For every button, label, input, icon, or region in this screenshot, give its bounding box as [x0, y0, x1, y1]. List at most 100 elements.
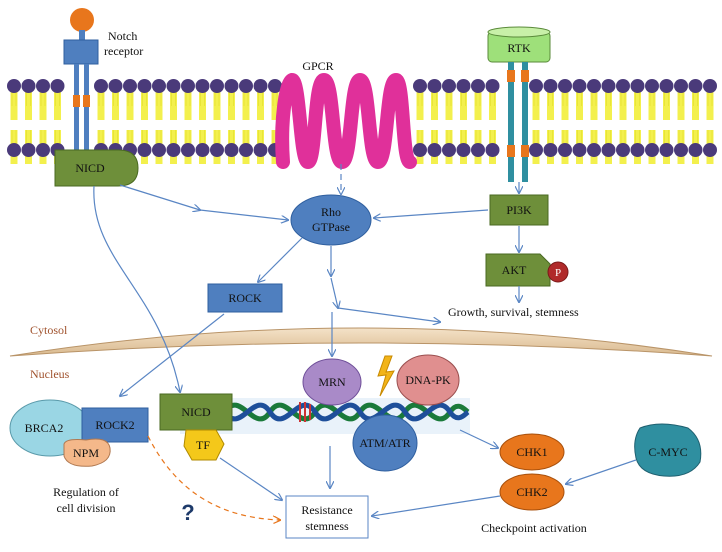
- lipid-head: [137, 79, 152, 93]
- lipid-head: [137, 143, 152, 157]
- question-mark: ?: [181, 500, 194, 525]
- lipid-head: [558, 143, 572, 157]
- chk2-node: [499, 473, 565, 511]
- chk2-label: CHK2: [516, 485, 547, 499]
- lipid-head: [181, 143, 195, 157]
- lipid-tail-fill: [126, 86, 134, 120]
- lipid-head: [659, 79, 674, 93]
- nicd-nucleus-label: NICD: [181, 405, 211, 419]
- cytosol-label: Cytosol: [30, 323, 68, 337]
- lipid-tail-fill: [663, 86, 670, 120]
- lipid-tail-fill: [242, 86, 250, 120]
- lipid-tail-fill: [416, 86, 424, 120]
- notch-receptor: [63, 8, 99, 154]
- growth-label: Growth, survival, stemness: [448, 305, 579, 319]
- lipid-tail-fill: [706, 86, 714, 120]
- lipid-head: [108, 79, 123, 93]
- dna-damage-lightning-icon: [377, 355, 395, 397]
- nuclear-envelope: [9, 327, 713, 357]
- lipid-tail-fill: [648, 86, 656, 120]
- chk1-label: CHK1: [516, 445, 547, 459]
- lipid-head: [456, 143, 471, 157]
- lipid-tail-fill: [257, 86, 264, 120]
- cmyc-node: [634, 423, 702, 477]
- gpcr-label: GPCR: [302, 59, 333, 73]
- lipid-head: [688, 143, 703, 157]
- lipid-head: [224, 79, 239, 93]
- lipid-head: [239, 79, 253, 93]
- pi3k-label: PI3K: [506, 203, 532, 217]
- lipid-tail-fill: [619, 86, 627, 120]
- rock2-label: ROCK2: [95, 418, 134, 432]
- nucleus-label: Nucleus: [30, 367, 70, 381]
- npm-label: NPM: [73, 446, 99, 460]
- lipid-head: [427, 79, 442, 93]
- lipid-tail-fill: [605, 86, 612, 120]
- checkpoint-label: Checkpoint activation: [481, 521, 587, 535]
- lipid-head: [630, 79, 645, 93]
- lipid-head: [427, 143, 442, 157]
- lipid-tail-fill: [561, 86, 569, 120]
- lipid-head: [674, 79, 688, 93]
- lipid-tail-fill: [474, 86, 482, 120]
- rtk-receptor: [487, 26, 551, 182]
- lipid-tail-fill: [634, 86, 641, 120]
- lipid-head: [195, 143, 210, 157]
- lipid-head: [21, 143, 36, 157]
- lipid-tail-fill: [54, 86, 61, 120]
- lipid-head: [253, 79, 268, 93]
- lipid-tail-fill: [532, 86, 540, 120]
- lipid-head: [21, 79, 36, 93]
- chk1-node: [499, 433, 565, 471]
- lipid-head: [572, 143, 587, 157]
- lipid-tail-fill: [199, 86, 206, 120]
- lipid-head: [616, 143, 630, 157]
- lipid-head: [195, 79, 210, 93]
- regulation-label-1: Regulation of: [53, 485, 119, 499]
- resistance-label-2: stemness: [305, 519, 349, 533]
- nicd-nucleus-node: [159, 393, 233, 431]
- lipid-head: [601, 143, 616, 157]
- lipid-tail-fill: [431, 86, 438, 120]
- lipid-head: [558, 79, 572, 93]
- lipid-tail-fill: [576, 86, 583, 120]
- lipid-tail-fill: [97, 86, 105, 120]
- lipid-head: [645, 143, 659, 157]
- lipid-head: [674, 143, 688, 157]
- lipid-tail-fill: [489, 86, 496, 120]
- brca2-label: BRCA2: [25, 421, 64, 435]
- lipid-head: [659, 143, 674, 157]
- notch-label-1: Notch: [108, 29, 137, 43]
- lipid-tail-fill: [10, 86, 18, 120]
- lipid-head: [616, 79, 630, 93]
- lipid-head: [268, 79, 282, 93]
- regulation-label-2: cell division: [57, 501, 116, 515]
- rho-gtpase-node: [290, 194, 372, 246]
- lipid-tail-fill: [228, 86, 235, 120]
- rock-label: ROCK: [228, 291, 262, 305]
- lipid-head: [413, 143, 427, 157]
- lipid-tail-fill: [39, 86, 47, 120]
- lipid-tail-fill: [184, 86, 192, 120]
- lipid-head: [688, 79, 703, 93]
- tf-label: TF: [196, 438, 210, 452]
- atm-atr-label: ATM/ATR: [359, 436, 410, 450]
- npm-node: [63, 438, 111, 467]
- lipid-head: [703, 143, 717, 157]
- lipid-head: [529, 143, 543, 157]
- lipid-tail-fill: [445, 86, 453, 120]
- lipid-head: [7, 79, 21, 93]
- lipid-head: [543, 79, 558, 93]
- lipid-head: [543, 143, 558, 157]
- tf-node: [183, 429, 225, 461]
- gpcr-receptor: [275, 72, 417, 170]
- nicd-membrane-label: NICD: [75, 161, 105, 175]
- lipid-head: [471, 79, 485, 93]
- lipid-head: [645, 79, 659, 93]
- mrn-node: [302, 358, 362, 406]
- rock2-node: [81, 407, 149, 443]
- cmyc-label: C-MYC: [648, 445, 687, 459]
- mrn-label: MRN: [318, 375, 346, 389]
- resistance-label-1: Resistance: [301, 503, 352, 517]
- rho-label-1: Rho: [321, 205, 341, 219]
